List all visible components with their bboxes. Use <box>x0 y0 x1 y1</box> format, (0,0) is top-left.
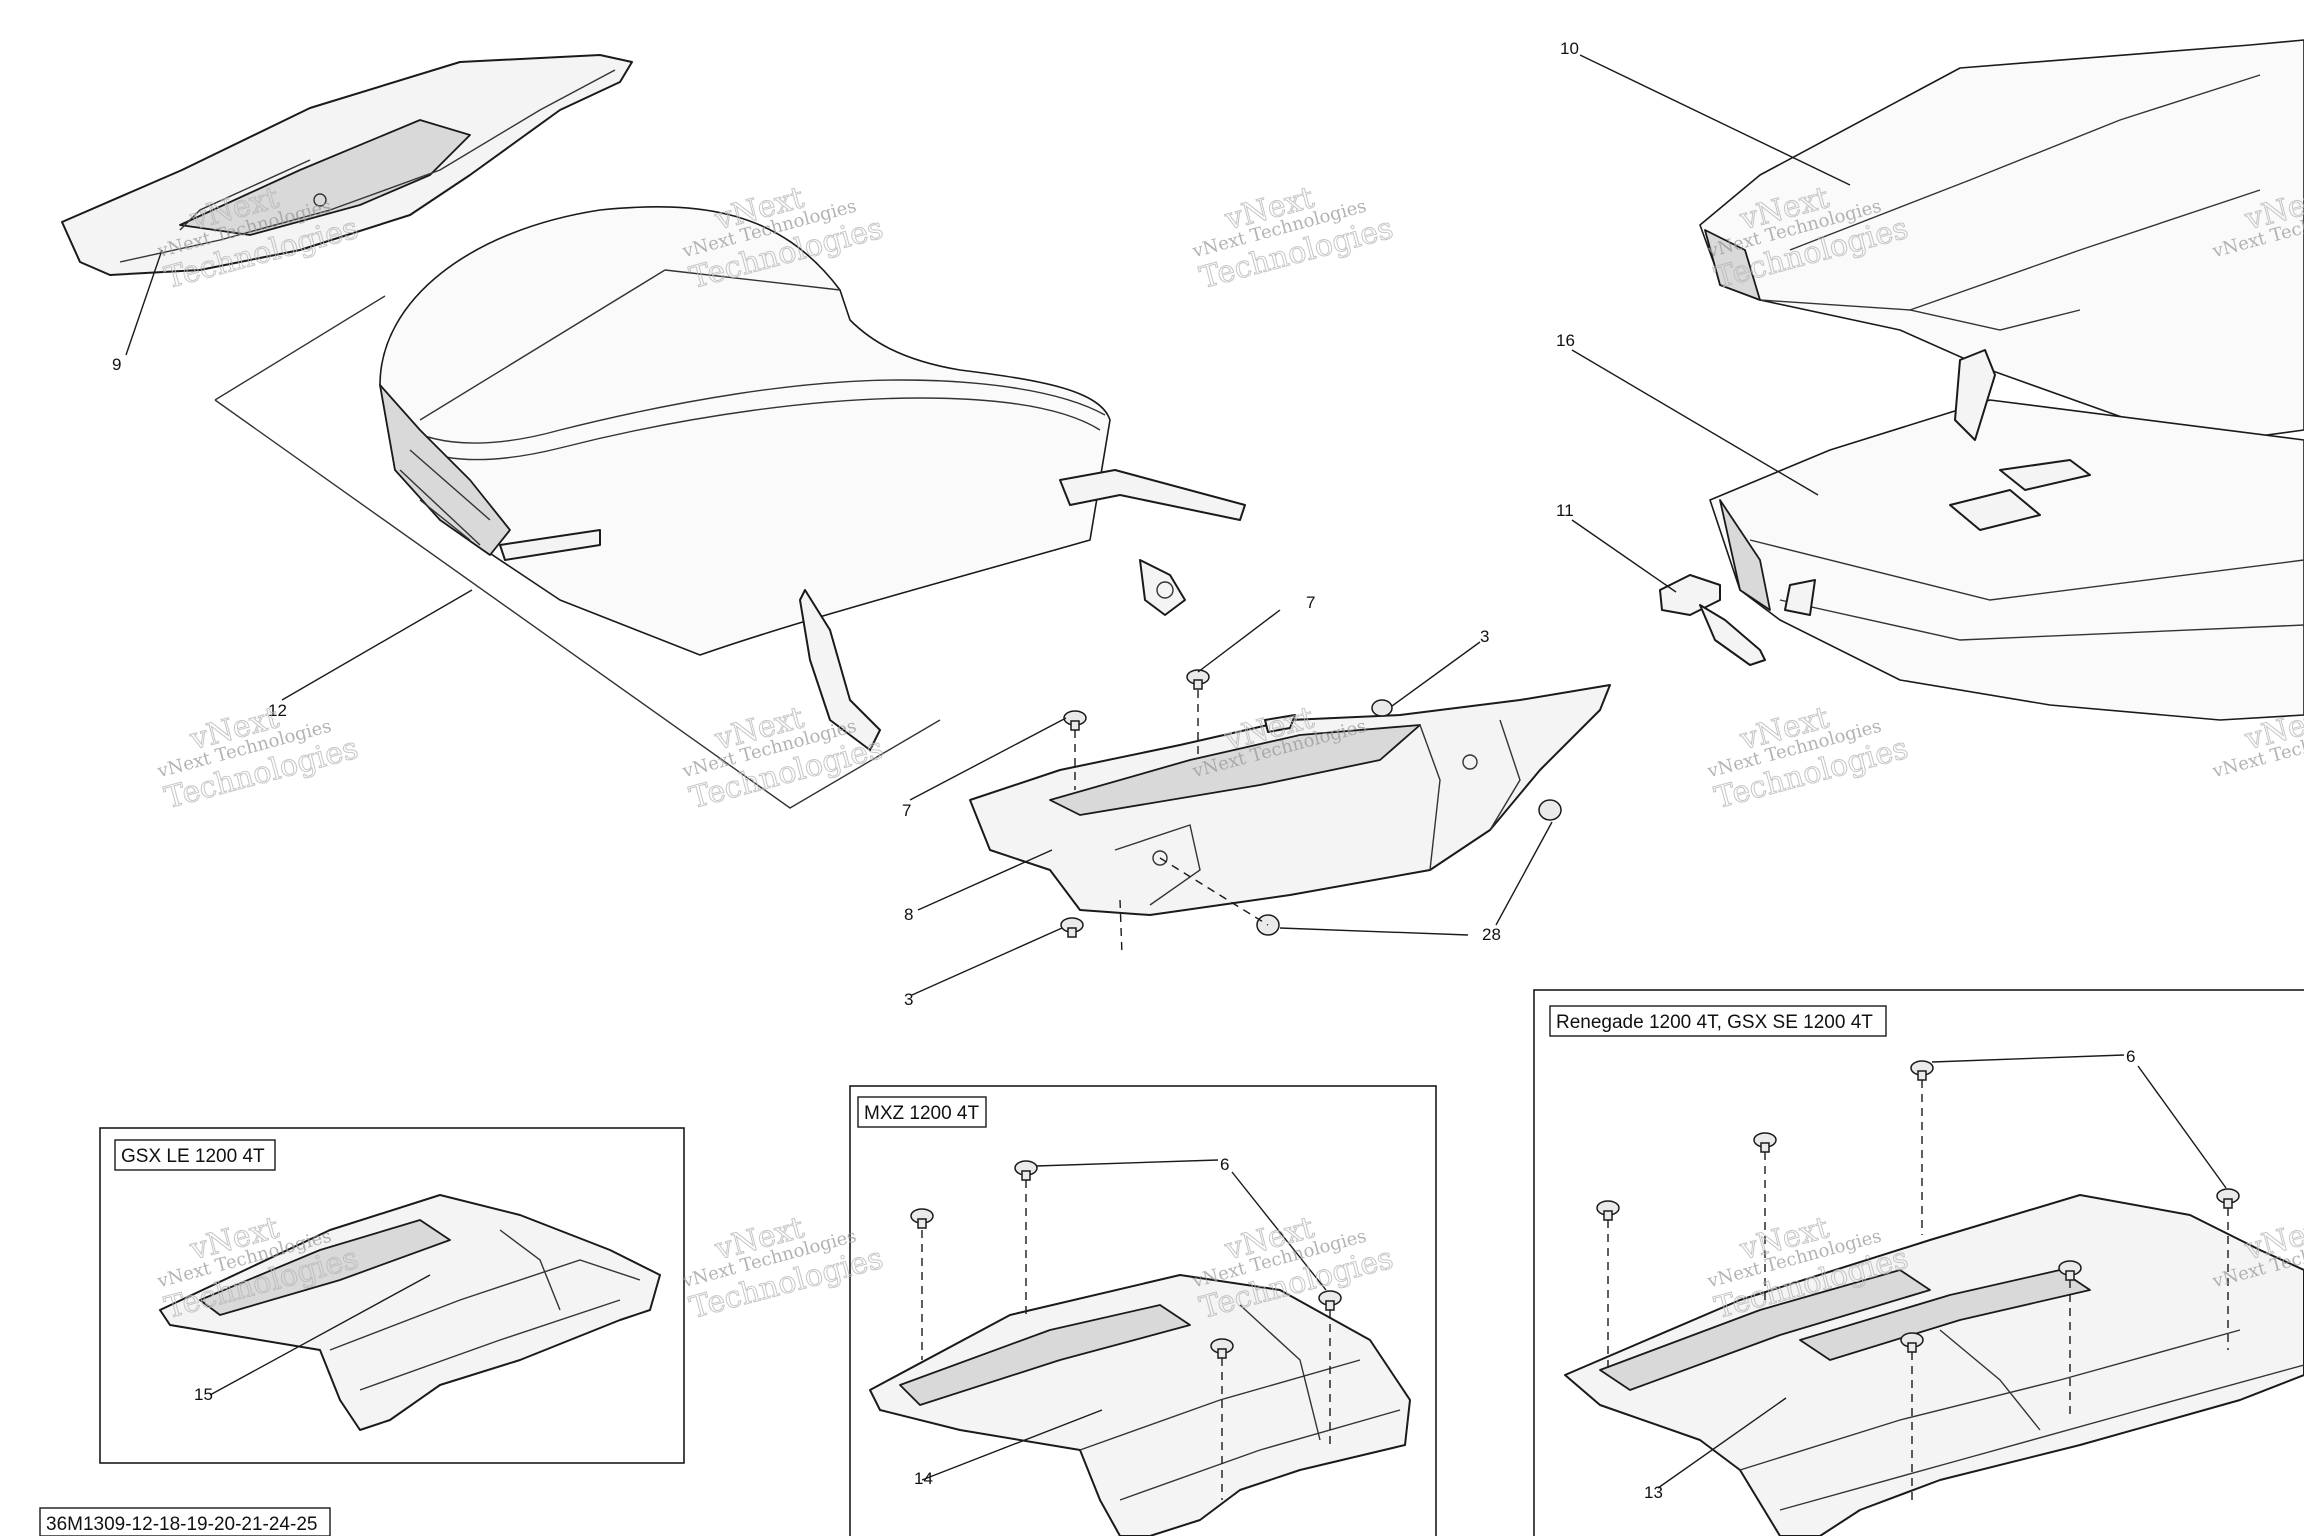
callout-8: 8 <box>904 905 913 924</box>
variant-tag-mxz <box>857 1096 987 1128</box>
callout-13: 13 <box>1644 1483 1663 1502</box>
variant-tag-gsx-le <box>114 1139 276 1171</box>
variant-box-renegade: Renegade 1200 4T, GSX SE 1200 4T <box>1533 989 2304 1536</box>
part-11-latch <box>1659 574 1766 666</box>
callout-9: 9 <box>112 355 121 374</box>
part-15-panel <box>159 1194 661 1431</box>
part-14-panel <box>869 1274 1411 1536</box>
part-9-tail-piece <box>61 54 633 276</box>
variant-box-gsx-le: GSX LE 1200 4T <box>99 1127 685 1464</box>
variant-label-gsx-le: GSX LE 1200 4T <box>121 1146 265 1167</box>
callout-10: 10 <box>1560 39 1579 58</box>
callout-numbers: 9 12 10 16 11 7 7 3 8 3 28 6 14 15 6 13 <box>112 39 2135 1502</box>
watermark: vNext vNext Technologies Technologies <box>155 700 363 817</box>
callout-11: 11 <box>1556 501 1574 520</box>
callout-3-bottom: 3 <box>904 990 913 1009</box>
callout-6-mxz: 6 <box>1220 1155 1229 1174</box>
callout-28: 28 <box>1482 925 1501 944</box>
callout-3-top: 3 <box>1480 627 1489 646</box>
leader-lines <box>125 54 2227 1489</box>
watermark: vNext vNext Technologies Technologies <box>680 1210 888 1327</box>
variant-box-mxz: MXZ 1200 4T <box>849 1085 1437 1536</box>
watermark: vNext vNext Technologies Technologies <box>1705 700 1913 817</box>
part-13-panel <box>1564 1194 2304 1536</box>
callout-12: 12 <box>268 701 287 720</box>
fasteners-part-8 <box>1060 669 1562 956</box>
callout-15: 15 <box>194 1385 213 1404</box>
watermark: vNext vNext Technologies Technologies <box>1190 180 1398 297</box>
variant-label-mxz: MXZ 1200 4T <box>864 1103 979 1124</box>
callout-16: 16 <box>1556 331 1575 350</box>
callout-14: 14 <box>914 1469 933 1488</box>
watermark: vNext vNext Technologies Technologies <box>680 700 888 817</box>
drawing-number: 36M1309-12-18-19-20-21-24-25 <box>46 1514 317 1535</box>
part-12-seat <box>214 206 1246 809</box>
callout-7-left: 7 <box>902 801 911 820</box>
drawing-number-block: 36M1309-12-18-19-20-21-24-25 <box>39 1507 331 1536</box>
variant-tag-renegade <box>1549 1005 1887 1037</box>
fasteners-part-13 <box>1596 1060 2240 1500</box>
fasteners-part-14 <box>910 1160 1342 1500</box>
part-16-tray <box>1709 349 2304 721</box>
callout-7-top: 7 <box>1306 593 1315 612</box>
variant-label-renegade: Renegade 1200 4T, GSX SE 1200 4T <box>1556 1012 1873 1033</box>
part-8-side-panel <box>969 684 1611 916</box>
callout-6-renegade: 6 <box>2126 1047 2135 1066</box>
